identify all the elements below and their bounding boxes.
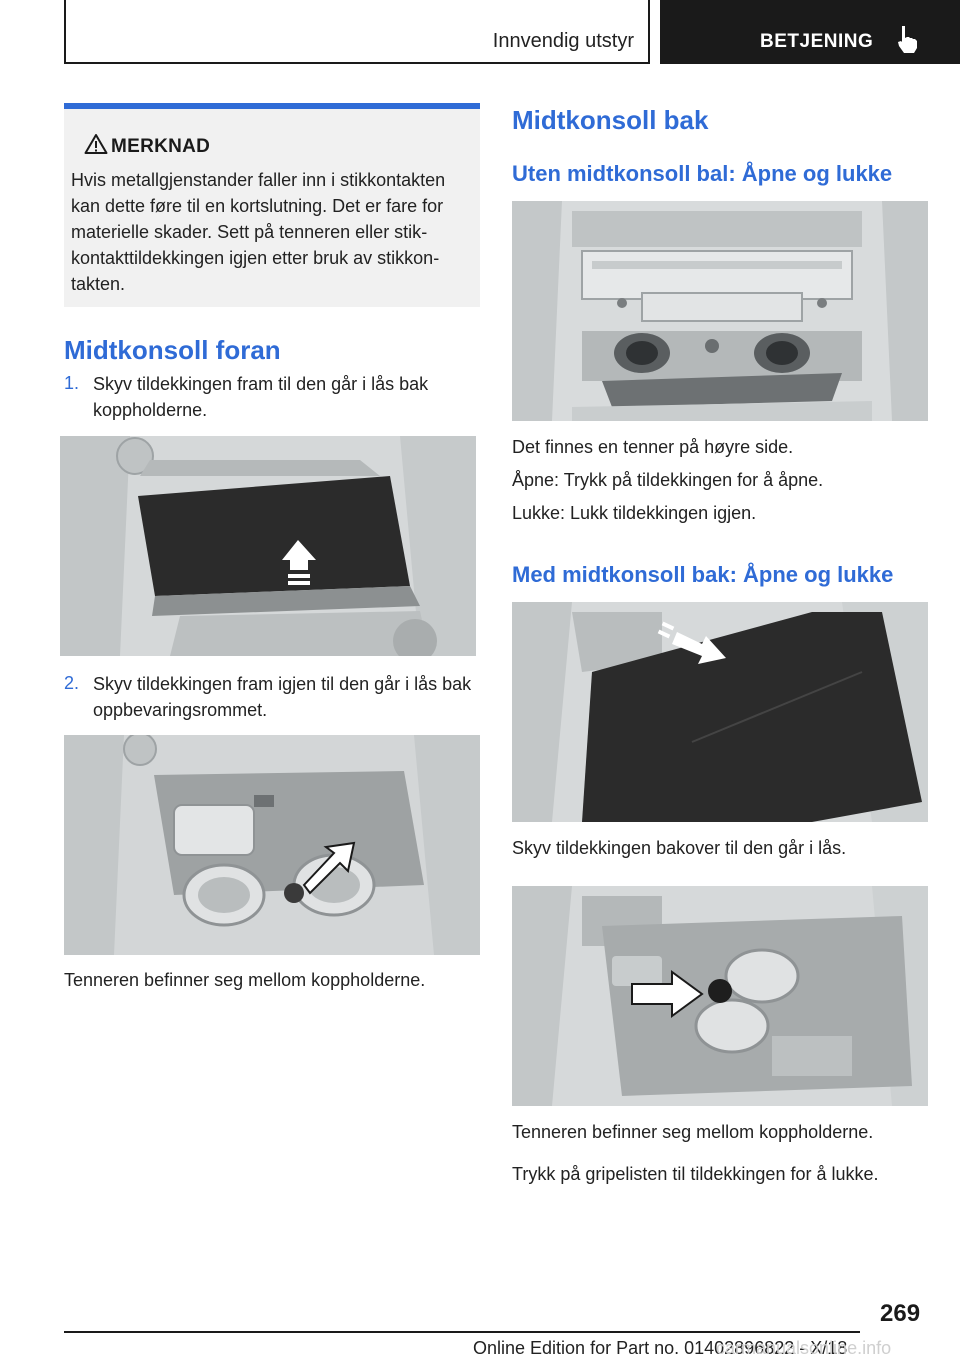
heading-rear-console: Midtkonsoll bak xyxy=(512,105,709,135)
header-section-title: Innvendig utstyr xyxy=(492,30,634,52)
caption-front-lighter: Tenneren befinner seg mellom koppholdern… xyxy=(64,970,426,990)
figure-rear-console-open xyxy=(512,886,928,1106)
subheading-with-rear-console: Med midtkonsoll bak: Åpne og lukke xyxy=(512,562,894,587)
figure-rear-console-without xyxy=(512,201,928,421)
figure-rear-console-open-drawing xyxy=(512,886,928,1106)
header-chapter-box: BETJENING xyxy=(660,0,960,64)
step-number-2: 2. xyxy=(64,673,80,693)
paragraph-lighter-cupholders: Tenneren befinner seg mellom koppholdern… xyxy=(512,1122,874,1142)
step-text-2: Skyv tildekkingen fram igjen til den går… xyxy=(93,674,472,720)
subheading-without-rear-console: Uten midtkonsoll bal: Åpne og lukke xyxy=(512,161,893,186)
figure-rear-console-without-drawing xyxy=(512,201,928,421)
figure-front-console-cover-drawing xyxy=(60,436,476,656)
footer-watermark: carmanualsonline.info xyxy=(716,1338,892,1358)
warning-triangle-icon xyxy=(84,134,108,154)
figure-rear-console-cover-drawing xyxy=(512,602,928,822)
paragraph-press-grip: Trykk på gripelisten til tildekkingen fo… xyxy=(512,1164,879,1184)
paragraph-lighter-right: Det finnes en tenner på høyre side. xyxy=(512,437,794,457)
heading-front-console: Midtkonsoll foran xyxy=(64,335,281,365)
note-box: MERKNAD Hvis metallgjenstander faller in… xyxy=(64,103,480,307)
note-title: MERKNAD xyxy=(111,136,211,157)
figure-front-console-open xyxy=(64,735,480,955)
paragraph-open: Åpne: Trykk på tildekkingen for å åpne. xyxy=(512,470,824,490)
figure-front-console-cover xyxy=(60,436,476,656)
note-text: Hvis metallgjenstander faller inn i stik… xyxy=(71,170,446,294)
step-number-1: 1. xyxy=(64,373,80,393)
paragraph-close: Lukke: Lukk tildekkingen igjen. xyxy=(512,503,757,523)
header-chapter-title: BETJENING xyxy=(760,31,874,52)
step-text-1: Skyv tildekkingen fram til den går i lås… xyxy=(93,374,429,420)
footer-divider xyxy=(64,1331,860,1333)
pointing-hand-icon xyxy=(898,26,917,53)
figure-front-console-open-drawing xyxy=(64,735,480,955)
footer-edition: Online Edition for Part no. 01402896822 … xyxy=(473,1338,848,1358)
paragraph-slide-back: Skyv tildekkingen bakover til den går i … xyxy=(512,838,847,858)
figure-rear-console-cover xyxy=(512,602,928,822)
page-number: 269 xyxy=(880,1300,921,1327)
header-section-box: Innvendig utstyr xyxy=(64,0,650,64)
